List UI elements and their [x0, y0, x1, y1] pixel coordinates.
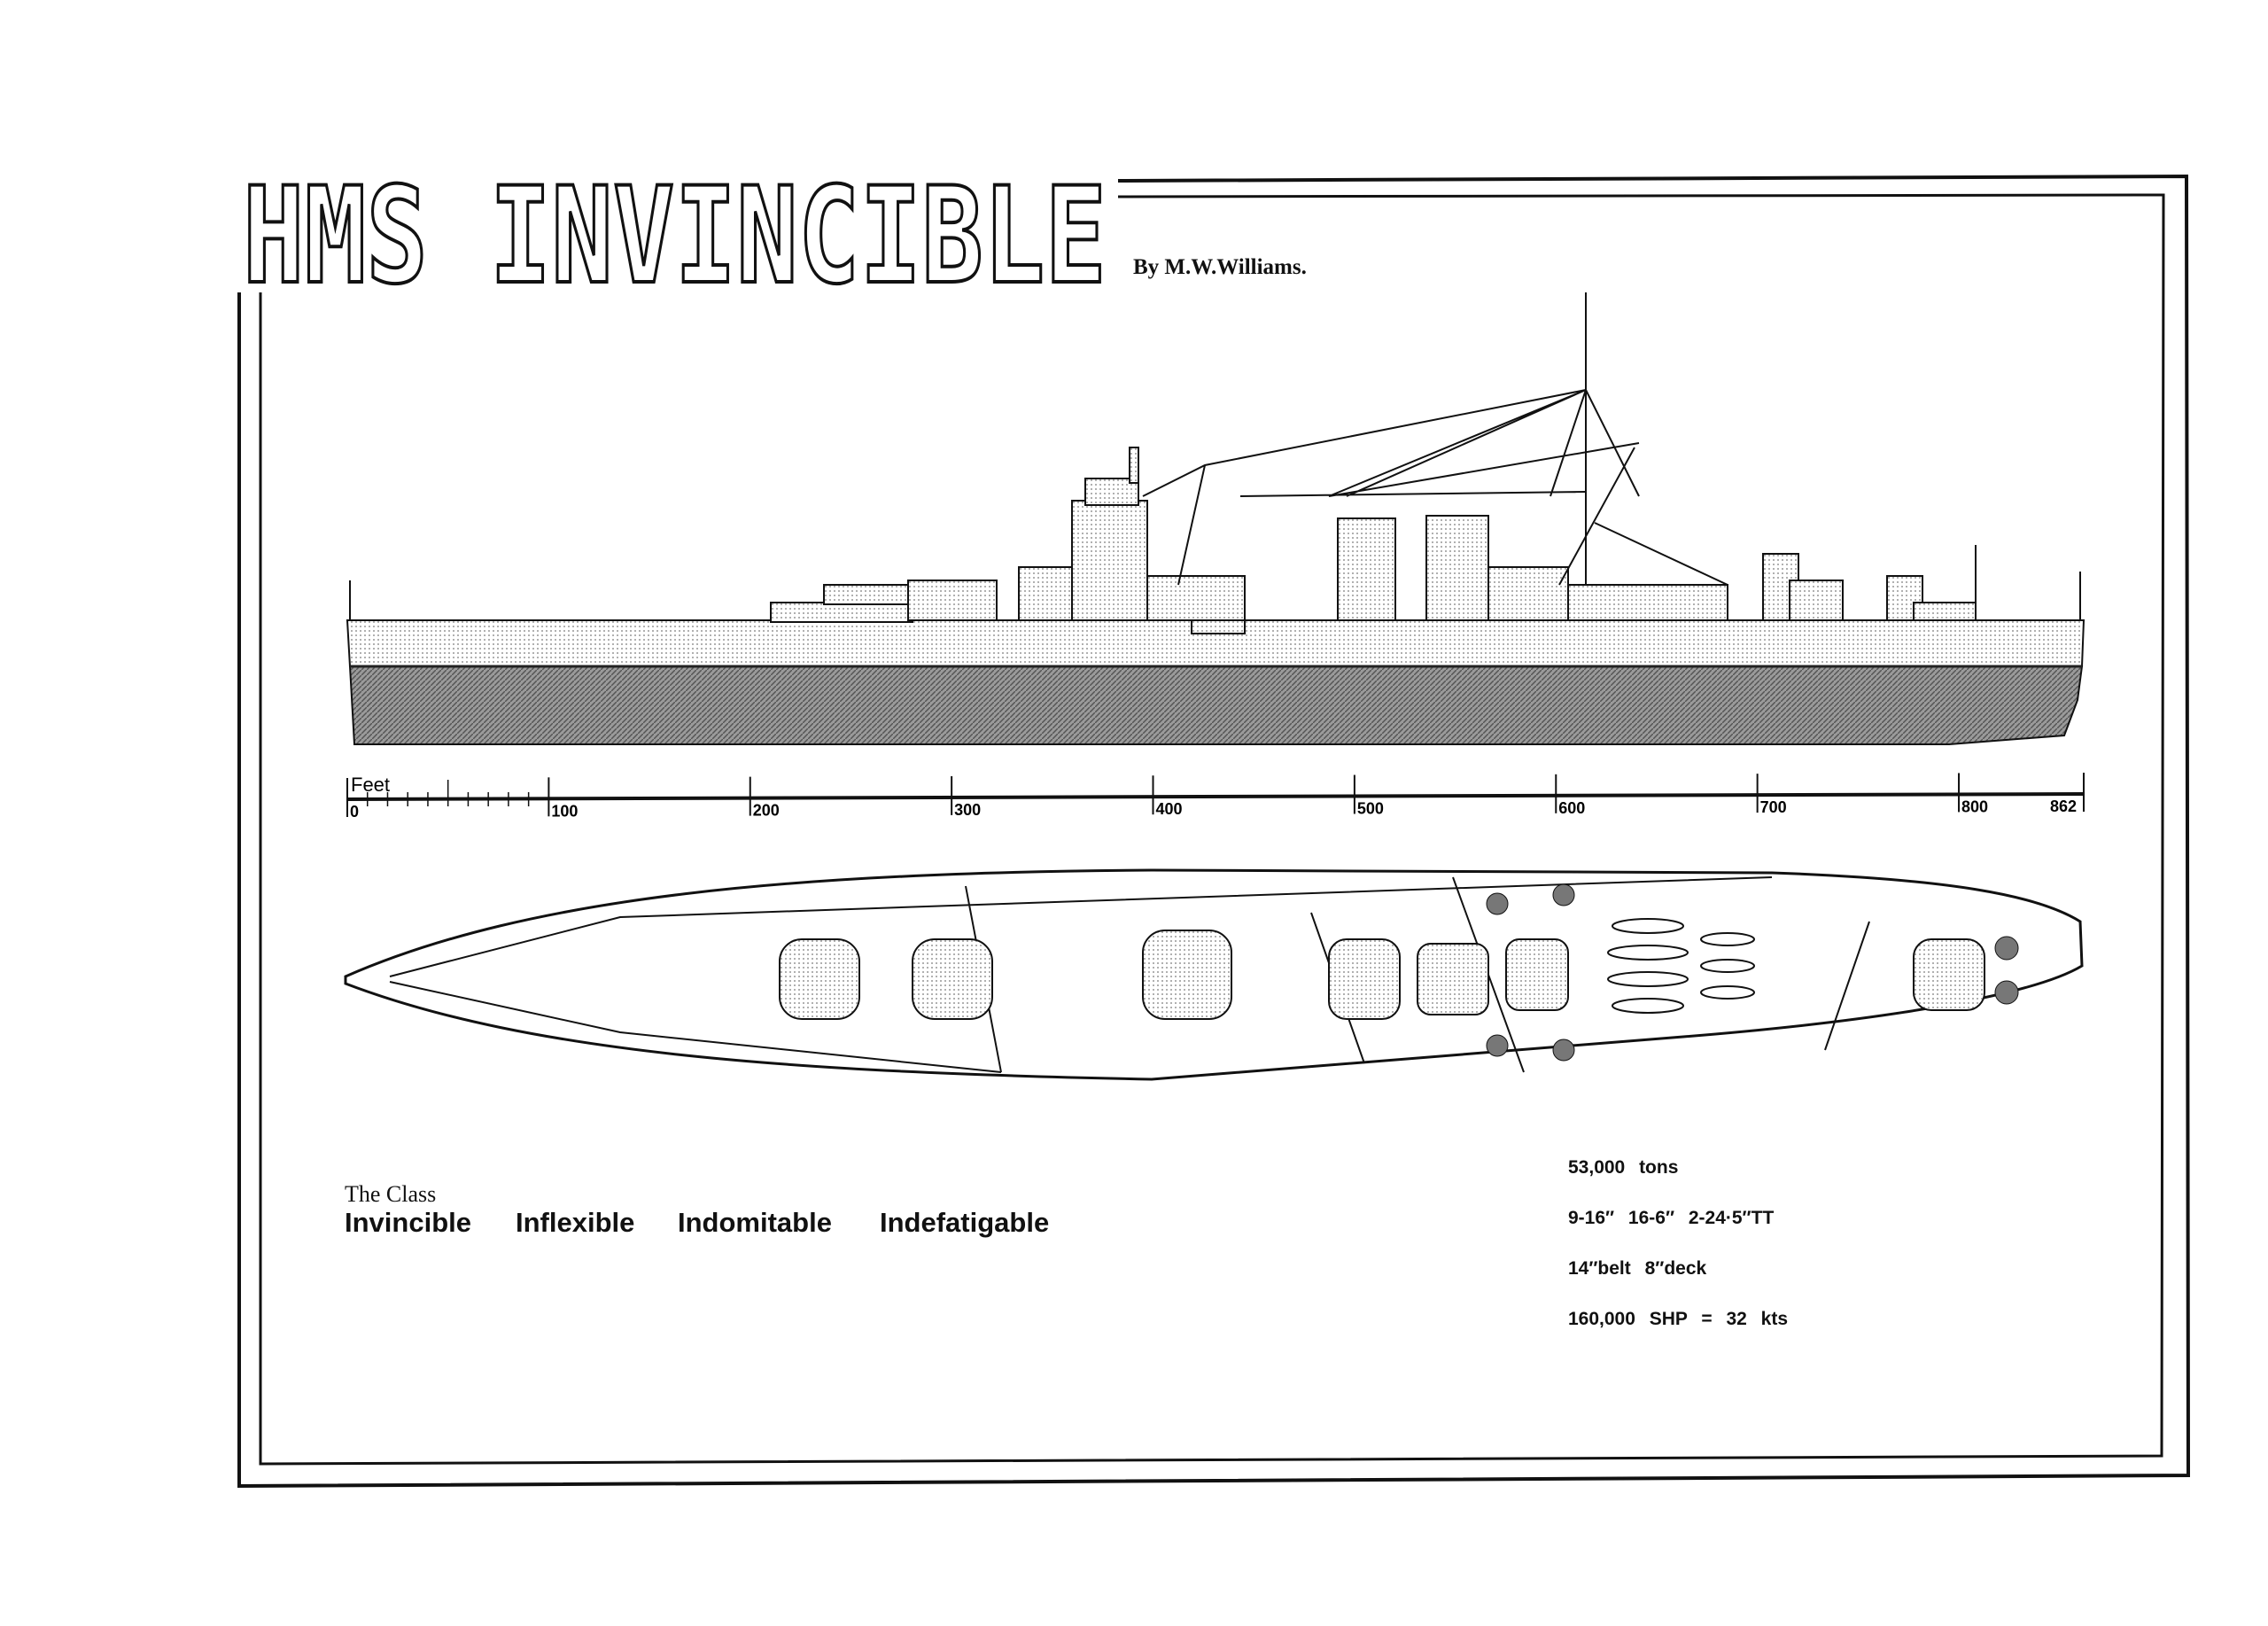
spec-machinery: 160,000 SHP = 32 kts	[1568, 1309, 1789, 1329]
spec-armour: 14″belt 8″deck	[1568, 1258, 1707, 1279]
spec-displacement: 53,000 tons	[1568, 1157, 1679, 1178]
page-frame	[237, 174, 2191, 1489]
ship-plan-view	[344, 868, 2084, 1081]
scale-tick-label: 862	[2050, 797, 2077, 815]
scale-tick-label: 0	[350, 803, 359, 821]
scale-tick-label: 300	[954, 801, 981, 819]
superstructure	[770, 447, 1977, 634]
class-ship-name: Indomitable	[678, 1207, 832, 1238]
ship-side-profile	[346, 292, 2085, 745]
byline: By M.W.Williams.	[1133, 255, 1307, 279]
scale-tick-label: 600	[1558, 799, 1585, 817]
class-ship-name: Inflexible	[516, 1207, 635, 1238]
class-heading: The Class	[345, 1181, 437, 1207]
masts-rigging	[349, 292, 2081, 620]
scale-tick-label: 400	[1156, 800, 1183, 818]
turrets	[779, 930, 1985, 1020]
scale-tick-label: 100	[551, 802, 578, 820]
scale-tick-label: 800	[1961, 797, 1988, 815]
guns	[1486, 883, 2019, 1062]
hull-lower	[348, 665, 2084, 745]
scale-bar: Feet 0 100 200 300 400 500 600 700 800 862	[346, 773, 2085, 821]
boats	[1607, 918, 1755, 1014]
scale-tick-label: 700	[1760, 798, 1787, 816]
scale-tick-label: 200	[753, 802, 780, 820]
scale-tick-label: 500	[1357, 800, 1384, 818]
page-title: HMS INVINCIBLE	[243, 159, 1107, 314]
spec-armament: 9-16″ 16-6″ 2-24·5″TT	[1568, 1208, 1775, 1228]
class-ship-name: Indefatigable	[880, 1207, 1050, 1238]
class-ship-name: Invincible	[345, 1207, 471, 1238]
scale-label: Feet	[351, 774, 390, 796]
